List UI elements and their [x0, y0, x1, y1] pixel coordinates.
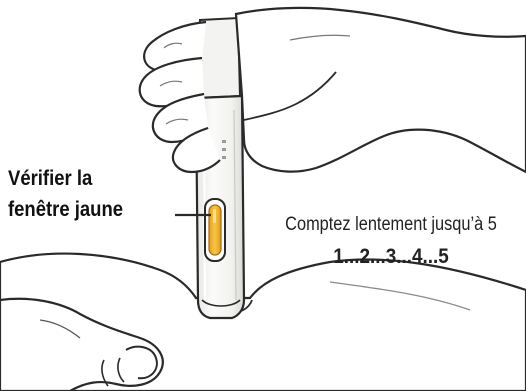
check-window-callout: Vérifier la fenêtre jaune [8, 163, 123, 225]
gripping-hand-icon [140, 8, 526, 172]
callout-line-1: Vérifier la [8, 163, 123, 194]
callout-line-2: fenêtre jaune [8, 194, 123, 225]
count-sequence-text: 1...2...3...4...5 [271, 243, 510, 271]
count-instruction-text: Comptez lentement jusqu’à 5 [277, 213, 506, 237]
count-instruction-block: Comptez lentement jusqu’à 5 1...2...3...… [258, 213, 524, 271]
yellow-window-icon [205, 199, 225, 261]
